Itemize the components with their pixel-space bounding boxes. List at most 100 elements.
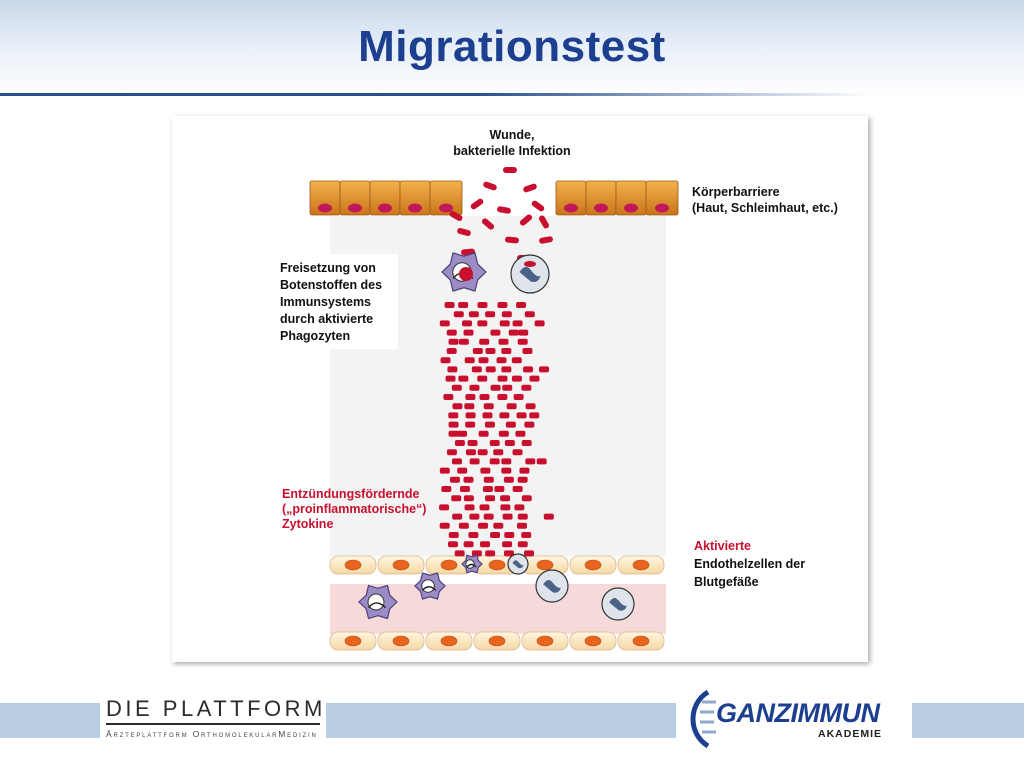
neutrophil-migrating-nucleus: [512, 560, 524, 569]
endothelial-nucleus: [584, 635, 602, 647]
cytokine: [512, 320, 523, 327]
cytokine: [494, 486, 505, 492]
header-divider: [0, 93, 870, 96]
cytokine: [536, 458, 547, 465]
plattform-logo-title: DIE PLATTFORM: [106, 696, 326, 721]
cytokine: [468, 311, 479, 318]
ganzimmun-wordmark: GANZIMMUN: [716, 698, 880, 729]
footer-bar-right: [912, 703, 1024, 738]
cytokine: [517, 338, 528, 345]
endothelial-label-line2: Endothelzellen der: [694, 557, 806, 571]
bacterium: [539, 215, 549, 229]
cytokine-label: Entzündungsfördernde („proinflammatorisc…: [282, 487, 426, 532]
cytokine: [490, 329, 501, 336]
cytokine: [496, 357, 507, 364]
cytokine: [458, 522, 469, 529]
cytokine: [501, 311, 512, 318]
endothelium-lower: [329, 631, 665, 651]
cytokine: [440, 357, 451, 364]
cytokine: [451, 384, 462, 391]
endothelial-label-line1: Aktivierte: [694, 539, 751, 553]
cytokine: [512, 449, 523, 456]
cytokine: [525, 403, 536, 410]
bacterium: [505, 236, 519, 244]
cytokine: [529, 375, 540, 382]
footer-bar-middle: [326, 703, 676, 738]
header-band: [0, 0, 1024, 96]
cytokine: [446, 449, 457, 456]
cytokine: [463, 476, 474, 483]
macrophage-vessel-1-nucleus: [367, 602, 387, 609]
cytokine: [467, 440, 478, 446]
endothelial-nucleus: [536, 635, 554, 647]
cytokine: [517, 513, 528, 520]
cytokine: [489, 458, 500, 465]
cytokine: [477, 302, 488, 308]
barrier-label-line2: (Haut, Schleimhaut, etc.): [692, 201, 838, 215]
cytokine: [503, 550, 514, 557]
cytokine: [497, 394, 508, 400]
cytokine: [465, 421, 476, 428]
endothelial-nucleus: [344, 635, 362, 647]
cytokine: [484, 421, 495, 428]
wound-label-line2: bakterielle Infektion: [453, 144, 571, 158]
cytokine: [522, 348, 533, 354]
cytokine: [478, 522, 489, 529]
cytokine: [444, 302, 455, 308]
bacterium: [457, 227, 471, 237]
cytokine: [489, 440, 500, 446]
cytokine-label-line2: („proinflammatorische“): [282, 502, 427, 516]
cytokine: [482, 412, 493, 419]
cytokine: [534, 320, 545, 327]
cytokine: [490, 384, 501, 391]
cytokine: [478, 357, 489, 364]
cytokine: [477, 320, 488, 327]
cytokine: [469, 458, 480, 465]
cytokine: [482, 486, 493, 492]
cytokine: [454, 440, 465, 446]
bacteria-group: [449, 167, 553, 261]
cytokine: [524, 421, 535, 428]
cytokine: [469, 384, 480, 391]
footer-bar-left: [0, 703, 100, 738]
macrophage-vessel-1-vacuole: [367, 593, 385, 611]
cytokine: [497, 302, 508, 308]
endothelial-nucleus: [632, 635, 650, 647]
cytokine: [508, 329, 519, 336]
release-label-line2: Botenstoffen des: [280, 278, 383, 292]
plattform-logo-subtitle: Ärzteplattform OrthomolekularMedizin: [106, 729, 318, 739]
endothelial-nucleus: [440, 559, 458, 571]
barrier-cell-nucleus: [564, 203, 578, 213]
cytokine: [439, 504, 450, 511]
cytokine: [512, 486, 523, 492]
release-label: Freisetzung von Botenstoffen des Immunsy…: [280, 254, 398, 349]
cytokine: [498, 338, 509, 345]
bacterium: [470, 198, 484, 210]
cytokine-group: [439, 302, 554, 557]
cytokine: [461, 320, 472, 327]
bacterium: [523, 183, 537, 193]
cytokine: [493, 449, 504, 456]
neutrophil-granule: [524, 261, 536, 267]
cytokine: [485, 348, 496, 354]
immune-cells: [358, 252, 635, 621]
endothelial-nucleus: [392, 559, 410, 571]
cytokine: [457, 467, 468, 474]
cytokine: [543, 513, 554, 520]
cytokine: [513, 394, 524, 400]
cytokine: [458, 375, 469, 382]
cytokine: [446, 348, 457, 354]
cytokine-label-line3: Zytokine: [282, 517, 334, 531]
endothelium-upper: [329, 555, 665, 575]
cytokine: [468, 532, 479, 538]
cytokine: [447, 366, 458, 373]
cytokine: [463, 329, 474, 336]
release-label-line5: Phagozyten: [280, 329, 351, 343]
release-label-line3: Immunsystems: [280, 295, 372, 309]
cytokine-label-line1: Entzündungsfördernde: [282, 487, 420, 501]
bacterium: [539, 236, 553, 244]
cytokine: [521, 532, 532, 538]
cytokine: [517, 541, 528, 548]
cytokine: [500, 495, 511, 502]
cytokine: [448, 430, 459, 437]
